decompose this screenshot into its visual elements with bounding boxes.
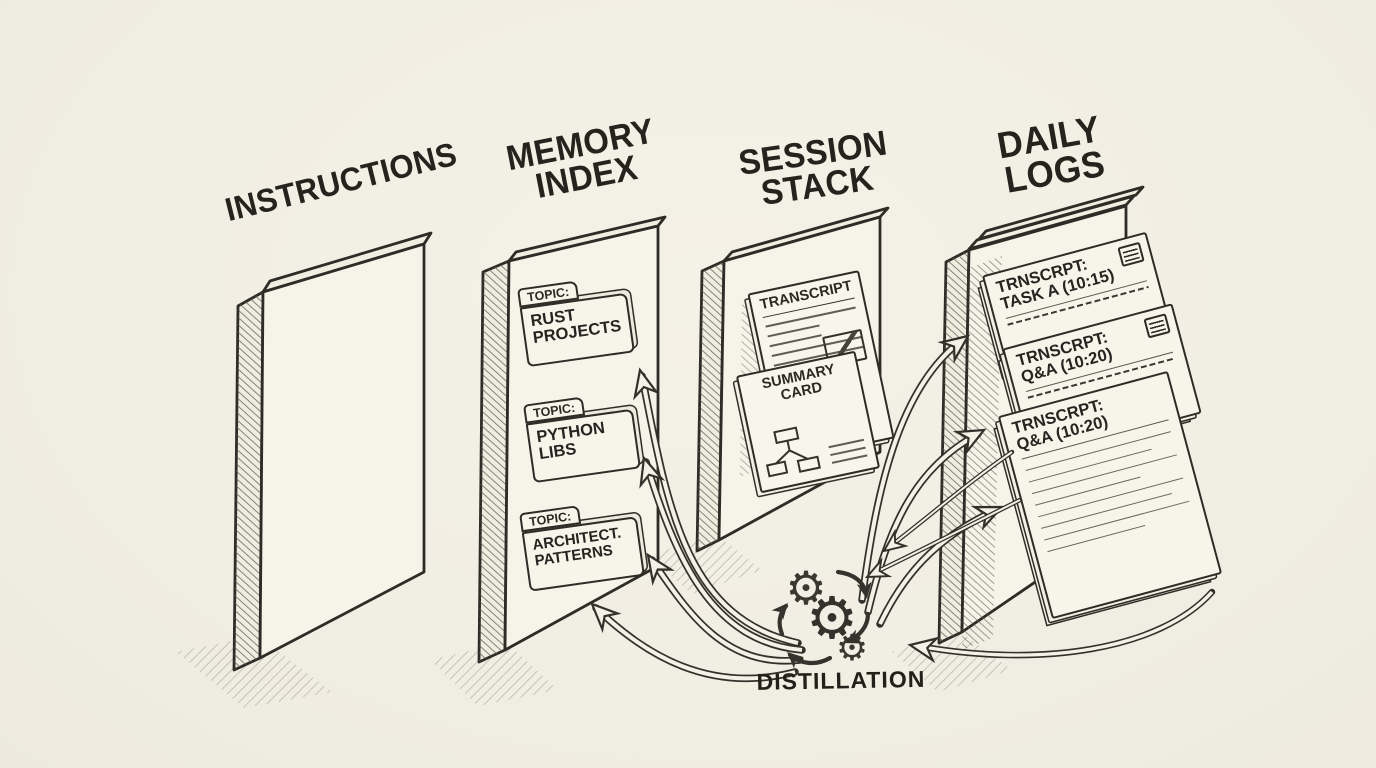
scribble-line [1034, 476, 1141, 506]
memory-folder-rust-projects: TOPIC: RUST PROJECTS [517, 274, 635, 368]
instructions-book [232, 231, 433, 672]
title-daily-logs: DAILY LOGS [994, 108, 1109, 202]
distillation-label: DISTILLATION [756, 665, 926, 695]
arrow-log-to-distill-2 [862, 497, 1023, 586]
arrow-distill-to-panel-base [583, 594, 799, 683]
arrow-distill-to-patterns-folder [637, 547, 804, 665]
gear-icon: ⚙ [785, 561, 826, 615]
gear-cycle-arrow [835, 569, 869, 597]
gear-icon: ⚙ [836, 628, 868, 669]
title-memory-index: MEMORY INDEX [502, 110, 658, 206]
title-instructions: INSTRUCTIONS [221, 135, 461, 229]
arrow-log-to-distill-1 [877, 449, 1015, 559]
text-line [828, 438, 865, 449]
arrow-distill-to-log-2 [864, 419, 991, 616]
scribble-line [1047, 524, 1146, 552]
flowchart-icon [765, 426, 821, 478]
gear-cycle-arrow [787, 652, 833, 666]
summary-card: SUMMARY CARD [735, 350, 881, 494]
arrow-distill-to-log-3 [876, 495, 1008, 628]
memory-folder-python-libs: TOPIC: PYTHON LIBS [523, 390, 641, 484]
gear-cycle-arrow [845, 611, 871, 644]
gear-cycle-arrow [777, 603, 789, 637]
title-session-stack: SESSION STACK [736, 122, 890, 213]
distillation-gears: ⚙ ⚙ ⚙ [771, 561, 875, 669]
text-line [831, 454, 868, 464]
memory-folder-architecture-patterns: TOPIC: ARCHITECT. PATTERNS [519, 497, 645, 592]
summary-card-title: SUMMARY CARD [760, 361, 837, 404]
gear-icon: ⚙ [806, 584, 858, 652]
summary-text-lines [827, 433, 868, 464]
